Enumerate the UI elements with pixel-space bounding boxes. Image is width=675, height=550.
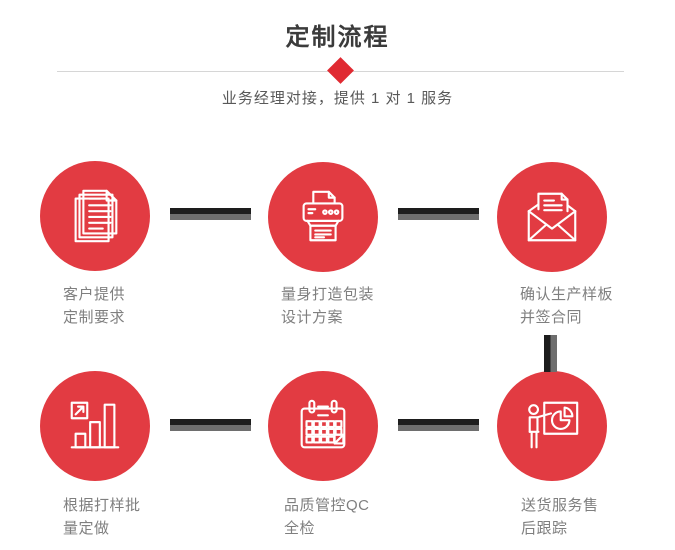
- step-label-batch-production: 根据打样批 量定做: [63, 494, 141, 540]
- step-label-line2: 设计方案: [281, 309, 344, 326]
- step-label-packaging-design: 量身打造包装 设计方案: [281, 283, 374, 329]
- envelope-icon: [527, 192, 577, 242]
- documents-icon: [74, 189, 118, 243]
- step-label-line2: 后跟踪: [521, 520, 568, 537]
- bar-chart-icon: [70, 401, 120, 449]
- step-circle-confirm-sample: [497, 162, 607, 272]
- step-label-delivery-aftersales: 送货服务售 后跟踪: [521, 494, 599, 540]
- diamond-icon: [327, 57, 354, 84]
- connector-bar-step2-step3: [398, 208, 479, 220]
- step-label-line2: 定制要求: [63, 309, 126, 326]
- step-label-line1: 量身打造包装: [281, 286, 375, 303]
- step-label-line1: 品质管控QC: [284, 497, 370, 514]
- subtitle: 业务经理对接，提供 1 对 1 服务: [221, 90, 454, 107]
- connector-bar-step4-step5: [170, 419, 251, 431]
- step-label-confirm-sample: 确认生产样板 并签合同: [520, 283, 613, 329]
- connector-bar-step5-step6: [398, 419, 479, 431]
- calendar-icon: [300, 399, 346, 449]
- step-circle-delivery-aftersales: [497, 371, 607, 481]
- step-circle-customer-requirements: [40, 161, 150, 271]
- step-label-line2: 量定做: [63, 520, 110, 537]
- step-label-customer-requirements: 客户提供 定制要求: [63, 283, 125, 329]
- step-label-line2: 并签合同: [520, 309, 583, 326]
- step-label-line1: 客户提供: [63, 286, 126, 303]
- presentation-icon: [528, 401, 579, 449]
- step-label-line1: 根据打样批: [63, 497, 141, 514]
- step-label-qc-inspection: 品质管控QC 全检: [284, 494, 370, 540]
- step-circle-packaging-design: [268, 162, 378, 272]
- connector-bar-step3-step6: [544, 335, 557, 372]
- connector-bar-step1-step2: [170, 208, 251, 220]
- step-label-line2: 全检: [284, 520, 316, 537]
- step-circle-qc-inspection: [268, 371, 378, 481]
- step-label-line1: 送货服务售: [521, 497, 599, 514]
- step-circle-batch-production: [40, 371, 150, 481]
- step-label-line1: 确认生产样板: [520, 286, 614, 303]
- printer-icon: [302, 190, 344, 242]
- page-title: 定制流程: [285, 24, 390, 51]
